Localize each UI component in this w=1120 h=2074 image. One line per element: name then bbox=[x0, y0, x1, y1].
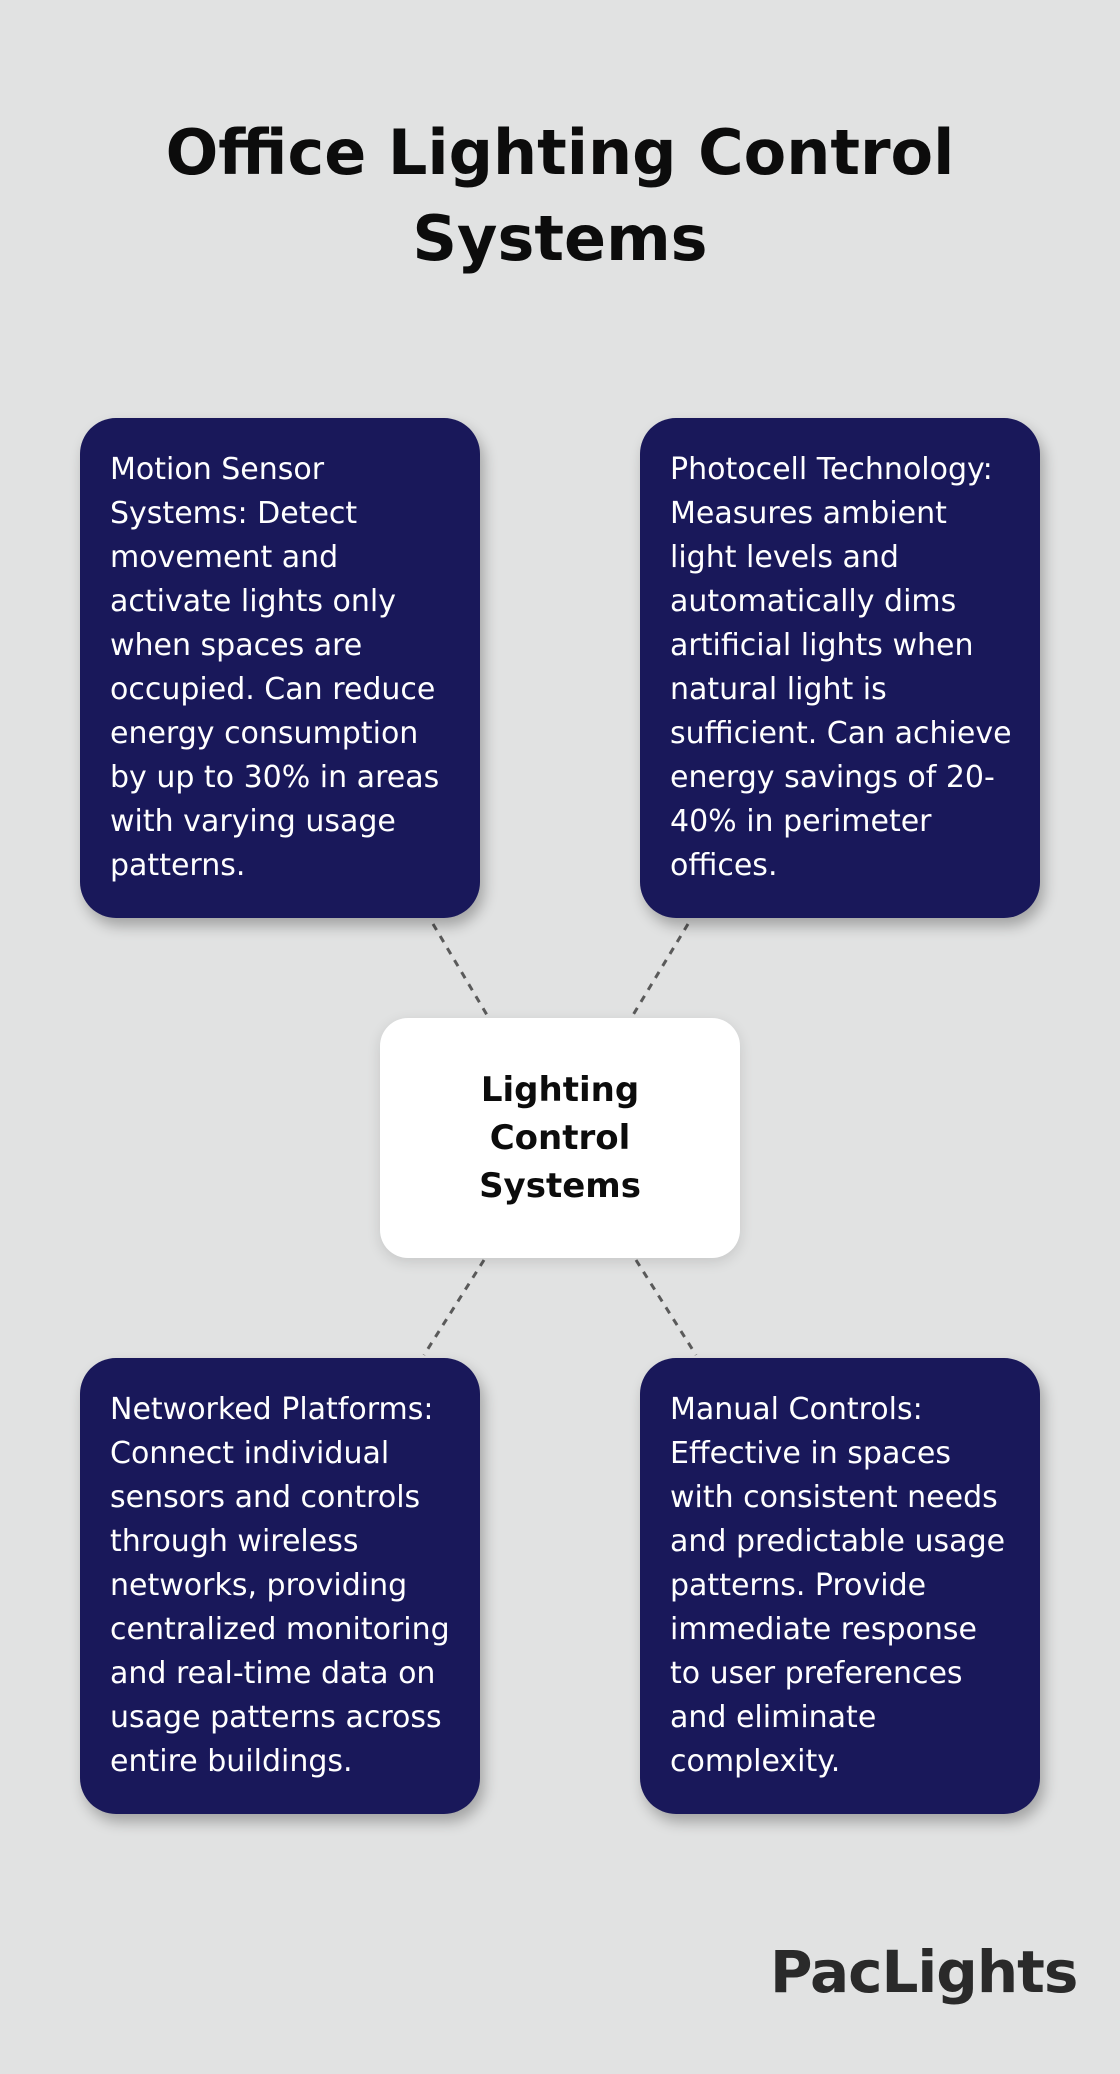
card-text: Photocell Technology: Measures ambient l… bbox=[670, 452, 1012, 883]
networked-platforms-card: Networked Platforms: Connect individual … bbox=[80, 1358, 480, 1814]
center-label: Lighting Control Systems bbox=[479, 1070, 641, 1206]
connector-bottom-left bbox=[422, 1259, 486, 1356]
card-text: Networked Platforms: Connect individual … bbox=[110, 1392, 450, 1779]
connector-bottom-right bbox=[634, 1259, 698, 1356]
brand-logo: PacLights bbox=[770, 1938, 1078, 2006]
connector-top-right bbox=[631, 923, 690, 1016]
page-title: Office Lighting Control Systems bbox=[165, 116, 955, 275]
manual-controls-card: Manual Controls: Effective in spaces wit… bbox=[640, 1358, 1040, 1814]
card-text: Manual Controls: Effective in spaces wit… bbox=[670, 1392, 1006, 1779]
motion-sensor-card: Motion Sensor Systems: Detect movement a… bbox=[80, 418, 480, 918]
connector-top-left bbox=[431, 923, 489, 1016]
center-node: Lighting Control Systems bbox=[380, 1018, 740, 1258]
card-text: Motion Sensor Systems: Detect movement a… bbox=[110, 452, 440, 883]
photocell-card: Photocell Technology: Measures ambient l… bbox=[640, 418, 1040, 918]
